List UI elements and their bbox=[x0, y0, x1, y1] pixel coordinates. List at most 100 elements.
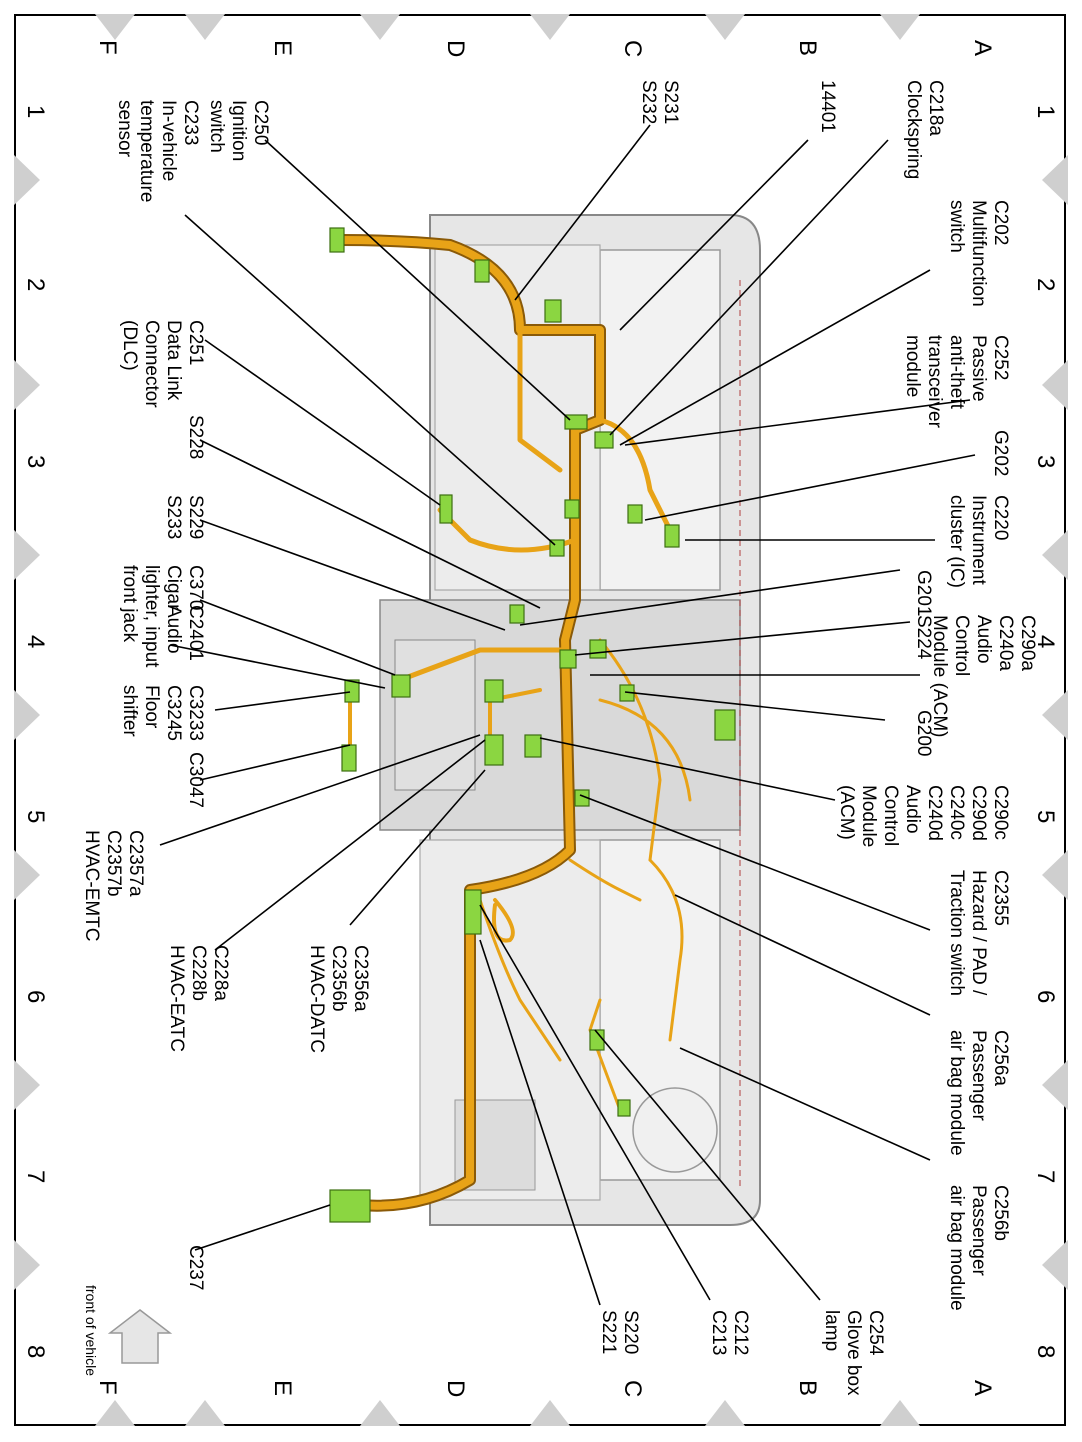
svg-text:lamp: lamp bbox=[821, 1310, 842, 1351]
svg-text:S233: S233 bbox=[163, 495, 184, 539]
label-s228: S228 bbox=[185, 415, 206, 459]
svg-text:HVAC-EMTC: HVAC-EMTC bbox=[81, 830, 102, 942]
label-c254: C254 Glove box lamp bbox=[821, 1310, 886, 1396]
label-c2401: C2401 Audio bbox=[163, 605, 206, 661]
grid-row-d-bottom: D bbox=[442, 1380, 469, 1397]
grid-col-5-left: 5 bbox=[22, 810, 49, 823]
label-c218a: C218a Clockspring bbox=[903, 80, 946, 179]
grid-labels: A B C D E F A B C D E F 1 2 3 4 5 6 7 8 … bbox=[22, 40, 1059, 1397]
label-g201: G201 bbox=[913, 570, 934, 616]
svg-text:cluster (IC): cluster (IC) bbox=[946, 495, 967, 588]
svg-text:C2356a: C2356a bbox=[350, 945, 371, 1012]
svg-text:S224: S224 bbox=[913, 615, 934, 660]
svg-text:Audio: Audio bbox=[163, 605, 184, 654]
svg-text:temperature: temperature bbox=[136, 100, 157, 202]
label-c290c: C290c C290d C240c C240d Audio Control Mo… bbox=[836, 785, 1011, 847]
svg-text:S228: S228 bbox=[185, 415, 206, 459]
svg-text:Cigar: Cigar bbox=[163, 565, 184, 611]
svg-text:C251: C251 bbox=[185, 320, 206, 365]
svg-text:C252: C252 bbox=[990, 335, 1011, 380]
svg-text:C256a: C256a bbox=[990, 1030, 1011, 1086]
label-c2357: C2357a C2357b HVAC-EMTC bbox=[81, 830, 146, 942]
svg-text:Control: Control bbox=[951, 615, 972, 676]
svg-text:C240d: C240d bbox=[924, 785, 945, 841]
svg-text:C3233: C3233 bbox=[185, 685, 206, 741]
label-c256b: C256b Passenger air bag module bbox=[946, 1185, 1011, 1311]
svg-text:C228a: C228a bbox=[210, 945, 231, 1001]
svg-text:C370: C370 bbox=[185, 565, 206, 610]
grid-col-8-left: 8 bbox=[22, 1345, 49, 1358]
svg-text:transceiver: transceiver bbox=[924, 335, 945, 429]
label-c228: C228a C228b HVAC-EATC bbox=[166, 945, 231, 1052]
label-s229: S229 S233 bbox=[163, 495, 206, 539]
label-s224: S224 bbox=[913, 615, 934, 660]
svg-text:Passenger: Passenger bbox=[968, 1030, 989, 1122]
svg-text:Control: Control bbox=[880, 785, 901, 846]
grid-row-e-top: E bbox=[269, 40, 296, 56]
label-c237: C237 bbox=[185, 1245, 206, 1290]
label-s220: S220 S221 bbox=[598, 1310, 641, 1354]
svg-text:C233: C233 bbox=[180, 100, 201, 145]
svg-text:Floor: Floor bbox=[141, 685, 162, 729]
svg-text:C2357a: C2357a bbox=[125, 830, 146, 897]
label-14401: 14401 bbox=[817, 80, 838, 133]
label-c233: C233 In-vehicle temperature sensor bbox=[114, 100, 201, 202]
grid-row-e-bottom: E bbox=[269, 1380, 296, 1396]
svg-text:C250: C250 bbox=[250, 100, 271, 145]
grid-row-c-top: C bbox=[619, 40, 646, 57]
grid-col-6-left: 6 bbox=[22, 990, 49, 1003]
svg-text:C2356b: C2356b bbox=[328, 945, 349, 1012]
label-c251: C251 Data Link Connector (DLC) bbox=[119, 320, 206, 408]
svg-text:C213: C213 bbox=[708, 1310, 729, 1355]
svg-text:C237: C237 bbox=[185, 1245, 206, 1290]
component-labels: C218a Clockspring 14401 S231 S232 C250 I… bbox=[81, 80, 1038, 1396]
svg-text:Audio: Audio bbox=[902, 785, 923, 834]
label-c290a: C290a C240a Audio Control Module (ACM) bbox=[929, 615, 1038, 737]
grid-col-3-left: 3 bbox=[22, 455, 49, 468]
leader-lines bbox=[159, 124, 976, 1306]
svg-text:shifter: shifter bbox=[119, 685, 140, 737]
svg-text:C2401: C2401 bbox=[185, 605, 206, 661]
svg-text:switch: switch bbox=[206, 100, 227, 153]
svg-text:In-vehicle: In-vehicle bbox=[158, 100, 179, 181]
svg-text:Instrument: Instrument bbox=[968, 495, 989, 585]
label-s231: S231 S232 bbox=[638, 80, 681, 124]
grid-col-6-right: 6 bbox=[1032, 990, 1059, 1003]
grid-row-a-top: A bbox=[969, 40, 996, 56]
svg-text:C290c: C290c bbox=[990, 785, 1011, 840]
label-c370: C370 Cigar lighter, input front jack bbox=[119, 565, 206, 668]
svg-text:G202: G202 bbox=[990, 430, 1011, 476]
label-c252: C252 Passive anti-theft transceiver modu… bbox=[902, 335, 1011, 429]
connectors bbox=[329, 227, 736, 1223]
label-c220: C220 Instrument cluster (IC) bbox=[946, 495, 1011, 588]
label-c202: C202 Multifunction switch bbox=[946, 200, 1011, 307]
svg-text:C202: C202 bbox=[990, 200, 1011, 245]
front-of-vehicle-indicator: front of vehicle bbox=[83, 1285, 173, 1376]
svg-text:Module: Module bbox=[858, 785, 879, 847]
label-c2355: C2355 Hazard / PAD / Traction switch bbox=[946, 870, 1011, 996]
svg-text:C240c: C240c bbox=[946, 785, 967, 840]
svg-text:HVAC-EATC: HVAC-EATC bbox=[166, 945, 187, 1052]
svg-text:Connector: Connector bbox=[141, 320, 162, 408]
front-of-vehicle-label: front of vehicle bbox=[83, 1285, 99, 1376]
svg-text:Traction switch: Traction switch bbox=[946, 870, 967, 996]
svg-text:HVAC-DATC: HVAC-DATC bbox=[306, 945, 327, 1053]
svg-text:C254: C254 bbox=[865, 1310, 886, 1356]
svg-text:air bag module: air bag module bbox=[946, 1030, 967, 1156]
grid-col-5-right: 5 bbox=[1032, 810, 1059, 823]
svg-text:Module (ACM): Module (ACM) bbox=[929, 615, 950, 737]
svg-text:Ignition: Ignition bbox=[228, 100, 249, 161]
grid-col-3-right: 3 bbox=[1032, 455, 1059, 468]
wiring-harness bbox=[334, 234, 692, 1212]
grid-col-1-right: 1 bbox=[1032, 105, 1059, 118]
svg-text:Audio: Audio bbox=[973, 615, 994, 664]
svg-text:Clockspring: Clockspring bbox=[903, 80, 924, 179]
label-g202: G202 bbox=[990, 430, 1011, 476]
grid-row-f-bottom: F bbox=[94, 1380, 121, 1395]
svg-text:C290d: C290d bbox=[968, 785, 989, 841]
label-c250: C250 Ignition switch bbox=[206, 100, 271, 161]
svg-text:sensor: sensor bbox=[114, 100, 135, 158]
grid-col-8-right: 8 bbox=[1032, 1345, 1059, 1358]
label-c256a: C256a Passenger air bag module bbox=[946, 1030, 1011, 1156]
svg-text:front jack: front jack bbox=[119, 565, 140, 643]
